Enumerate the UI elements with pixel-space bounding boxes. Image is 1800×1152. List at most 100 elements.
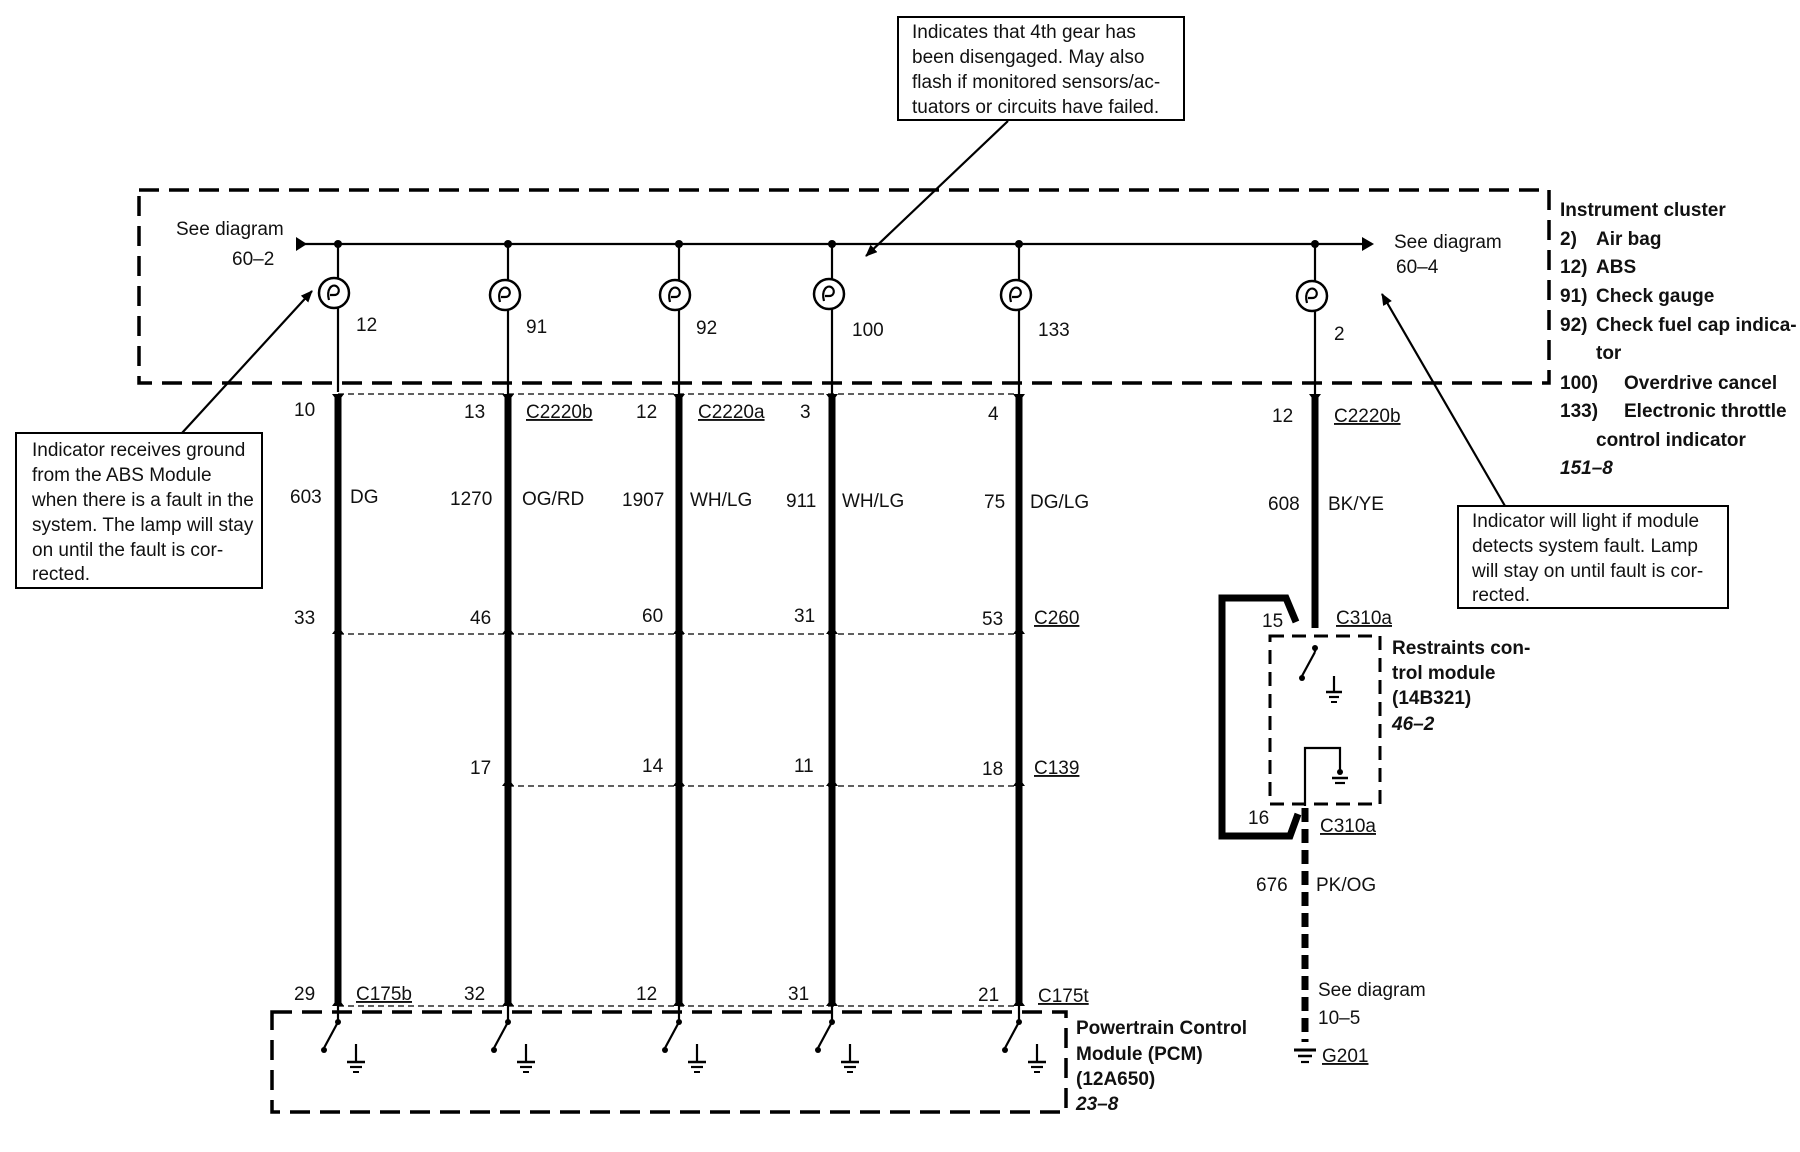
note-line: Indicator receives ground bbox=[32, 440, 245, 461]
rcm-out-connector: C310a bbox=[1320, 816, 1376, 837]
pin-number: 60 bbox=[642, 606, 663, 627]
legend-text: Electronic throttle bbox=[1624, 401, 1787, 422]
note-line: when there is a fault in the bbox=[31, 490, 254, 511]
lamp-air-bag-icon bbox=[1295, 279, 1329, 313]
legend-text: tor bbox=[1596, 343, 1622, 364]
lamp-number: 91 bbox=[526, 317, 547, 338]
pcm-line: (12A650) bbox=[1076, 1069, 1155, 1090]
restraints-control-module-label: Restraints con- trol module (14B321) 46–… bbox=[1391, 638, 1530, 735]
pin-number: 12 bbox=[636, 984, 657, 1005]
pcm-switch-leads bbox=[336, 1006, 1021, 1022]
connector-c175t-label: C175t bbox=[1038, 986, 1089, 1007]
lamp-check-gauge-icon bbox=[488, 278, 522, 312]
note-line: Indicator will light if module bbox=[1472, 511, 1699, 532]
pin-number: 31 bbox=[788, 984, 809, 1005]
note-line: system. The lamp will stay bbox=[32, 515, 254, 536]
circuit-number: 603 bbox=[290, 487, 322, 508]
pcm-switch-icon bbox=[1000, 1017, 1048, 1074]
legend-text: Air bag bbox=[1596, 229, 1661, 250]
lamp-number: 2 bbox=[1334, 324, 1345, 345]
wire-color: DG bbox=[350, 487, 379, 508]
connector-label: C2220a bbox=[698, 402, 765, 423]
note-line: rected. bbox=[32, 564, 90, 585]
note-line: rected. bbox=[1472, 585, 1530, 606]
pin-number: 32 bbox=[464, 984, 485, 1005]
connector-label: C2220b bbox=[526, 402, 593, 423]
circuit-wires bbox=[334, 394, 1319, 1042]
rcm-loop-wire bbox=[1218, 594, 1302, 840]
ground-see-diagram: See diagram bbox=[1318, 980, 1426, 1001]
legend-num: 91) bbox=[1560, 286, 1587, 307]
rcm-line: Restraints con- bbox=[1392, 638, 1530, 659]
rcm-in-pin: 15 bbox=[1262, 611, 1283, 632]
legend-text: Check gauge bbox=[1596, 286, 1714, 307]
rcm-ref: 46–2 bbox=[1391, 714, 1435, 735]
note-box bbox=[1457, 505, 1729, 609]
lamp-electronic-throttle-icon bbox=[999, 278, 1033, 312]
lamp-leads bbox=[336, 308, 1317, 394]
disengaged-gear-note: Indicates that 4th gear has been disenga… bbox=[897, 16, 1185, 121]
pin-number: 31 bbox=[794, 606, 815, 627]
rcm-line: (14B321) bbox=[1392, 688, 1471, 709]
ground-see-diagram-ref: 10–5 bbox=[1318, 1008, 1360, 1029]
abs-module-note: Indicator receives ground from the ABS M… bbox=[15, 432, 263, 589]
legend-num: 133) bbox=[1560, 401, 1598, 422]
note-line: will stay on until fault is cor- bbox=[1471, 561, 1703, 582]
legend-title: Instrument cluster bbox=[1560, 200, 1726, 221]
pcm-switch-icon bbox=[319, 1017, 367, 1074]
circuit-number: 911 bbox=[786, 491, 816, 512]
instrument-cluster-box bbox=[137, 188, 1551, 385]
connector-c260-label: C260 bbox=[1034, 608, 1079, 629]
lamp-overdrive-cancel-icon bbox=[812, 277, 846, 311]
connector-c139-label: C139 bbox=[1034, 758, 1079, 779]
pcm-line: Module (PCM) bbox=[1076, 1044, 1203, 1065]
pin-number: 33 bbox=[294, 608, 315, 629]
note-line: detects system fault. Lamp bbox=[1472, 536, 1698, 557]
legend-num: 92) bbox=[1560, 315, 1587, 336]
lamp-number: 12 bbox=[356, 315, 377, 336]
legend-num: 12) bbox=[1560, 257, 1587, 278]
legend-text: Check fuel cap indica- bbox=[1596, 315, 1797, 336]
right-see-diagram: See diagram bbox=[1394, 232, 1502, 253]
lamp-drops bbox=[336, 244, 1317, 281]
left-note-arrow bbox=[181, 290, 313, 434]
pin-number: 12 bbox=[636, 402, 657, 423]
left-see-diagram: See diagram bbox=[176, 219, 284, 240]
pin-number: 53 bbox=[982, 609, 1003, 630]
legend-ref: 151–8 bbox=[1560, 458, 1613, 479]
note-box bbox=[897, 16, 1185, 121]
note-box bbox=[15, 432, 263, 589]
ground-label: G201 bbox=[1322, 1046, 1368, 1067]
connector-label: C2220b bbox=[1334, 406, 1401, 427]
wire-color: BK/YE bbox=[1328, 494, 1384, 515]
lamp-number: 92 bbox=[696, 318, 717, 339]
pin-number: 4 bbox=[988, 404, 999, 425]
note-line: on until the fault is cor- bbox=[32, 540, 223, 561]
left-see-diagram-ref: 60–2 bbox=[232, 249, 274, 270]
pin-number: 18 bbox=[982, 759, 1003, 780]
pcm-label: Powertrain Control Module (PCM) (12A650)… bbox=[1075, 1018, 1247, 1115]
lamp-fuel-cap-icon bbox=[658, 278, 692, 312]
circuit-number: 676 bbox=[1256, 875, 1288, 896]
note-line: flash if monitored sensors/ac- bbox=[912, 72, 1160, 93]
connector-c175b-label: C175b bbox=[356, 984, 412, 1005]
wire-color: WH/LG bbox=[842, 491, 904, 512]
circuit-number: 1270 bbox=[450, 489, 492, 510]
ground-g201-icon bbox=[1294, 1048, 1316, 1064]
pin-number: 10 bbox=[294, 400, 315, 421]
legend-text: ABS bbox=[1596, 257, 1636, 278]
pin-number: 29 bbox=[294, 984, 315, 1005]
legend-text: control indicator bbox=[1596, 430, 1747, 451]
legend-num: 100) bbox=[1560, 373, 1598, 394]
circuit-number: 75 bbox=[984, 492, 1005, 513]
restraints-control-module-box bbox=[1268, 634, 1382, 806]
legend-num: 2) bbox=[1560, 229, 1577, 250]
right-see-diagram-ref: 60–4 bbox=[1396, 257, 1439, 278]
wire-color: OG/RD bbox=[522, 489, 584, 510]
right-note-arrow bbox=[1381, 293, 1506, 507]
note-line: Indicates that 4th gear has bbox=[912, 22, 1136, 43]
pin-number: 46 bbox=[470, 608, 491, 629]
pin-number: 13 bbox=[464, 402, 485, 423]
rcm-switch-icon bbox=[1299, 645, 1342, 703]
